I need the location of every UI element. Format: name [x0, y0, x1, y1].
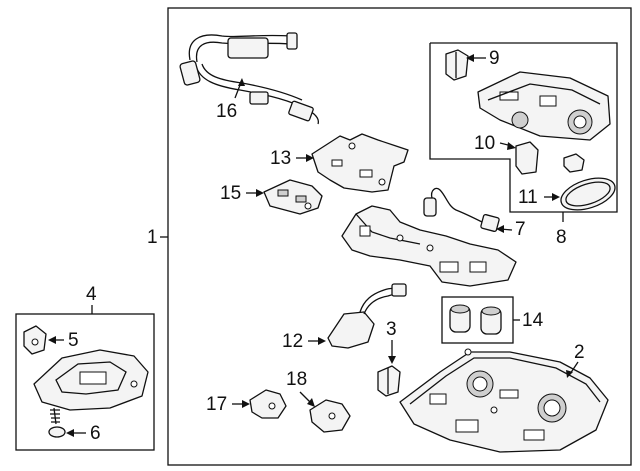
arrow-11: [552, 193, 560, 201]
switch-15: [263, 179, 323, 215]
callout-6: 6: [90, 423, 101, 444]
callout-17: 17: [206, 394, 228, 415]
callout-5: 5: [68, 330, 79, 351]
main-housing: [341, 205, 517, 287]
callout-11: 11: [518, 187, 538, 208]
arrow-9: [466, 54, 474, 62]
screw-6: [48, 407, 66, 438]
lamp-12: [327, 283, 407, 349]
callout-7: 7: [515, 219, 526, 240]
arrow-17: [242, 400, 250, 408]
arrow-6: [66, 429, 74, 437]
arrow-3: [388, 356, 396, 364]
clip-3: [377, 365, 401, 397]
callout-2: 2: [574, 342, 585, 363]
console-cap: [563, 153, 585, 173]
clip-5: [23, 325, 47, 355]
arrow-7: [496, 225, 504, 233]
block-10: [515, 141, 539, 175]
arrow-2: [566, 370, 573, 378]
bracket-18: [309, 399, 351, 433]
callout-8: 8: [556, 227, 567, 248]
wiring-harness-16: [179, 32, 320, 125]
callout-16: 16: [216, 101, 238, 122]
subkit-4-frame: [15, 313, 155, 451]
callout-13: 13: [270, 148, 292, 169]
bracket-13: [311, 133, 409, 193]
arrow-12: [318, 337, 326, 345]
console-8-frame: [429, 42, 618, 213]
arrow-16: [238, 78, 245, 86]
arrow-10: [507, 142, 516, 150]
clip-9: [445, 49, 469, 81]
callout-15: 15: [220, 183, 242, 204]
bracket-17: [249, 389, 287, 419]
callout-10: 10: [474, 133, 496, 154]
arrow-13: [306, 154, 314, 162]
console-trim-2: [399, 348, 609, 453]
bulbs-14: [449, 304, 502, 335]
harness-7: [423, 187, 500, 233]
callout-12: 12: [282, 331, 304, 352]
arrow-15: [256, 189, 264, 197]
lens-11: [560, 177, 616, 211]
console-module: [477, 71, 611, 141]
callout-4: 4: [86, 284, 97, 305]
callout-9: 9: [489, 48, 500, 69]
callout-3: 3: [386, 319, 397, 340]
arrow-18: [307, 398, 315, 407]
callout-18: 18: [286, 369, 308, 390]
callout-14: 14: [522, 310, 544, 331]
mount-bracket-4: [33, 349, 149, 411]
callout-1: 1: [147, 227, 158, 248]
arrow-5: [48, 336, 56, 344]
